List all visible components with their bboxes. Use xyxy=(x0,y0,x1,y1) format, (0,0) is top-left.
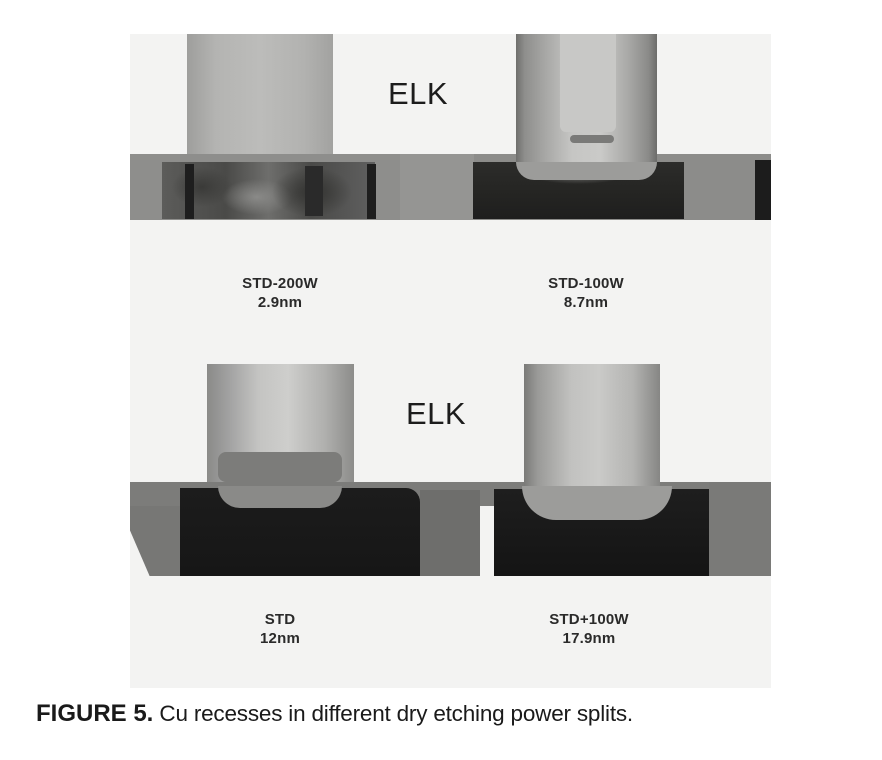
condition-label: STD xyxy=(264,611,296,628)
band-segment xyxy=(400,154,474,220)
panel-label-top-left: STD-200W 2.9nm xyxy=(200,274,360,312)
figure-caption: FIGURE 5. Cu recesses in different dry e… xyxy=(36,700,633,728)
sem-figure: ELK STD-200W 2.9nm STD-100W 8.7nm ELK ST… xyxy=(130,34,771,688)
recess-value: 17.9nm xyxy=(562,630,616,647)
panel-label-top-right: STD-100W 8.7nm xyxy=(506,274,666,312)
condition-label: STD-200W xyxy=(242,275,318,292)
cu-trench-top-left xyxy=(162,162,375,219)
panel-label-bottom-left: STD 12nm xyxy=(220,610,340,648)
recess-value: 2.9nm xyxy=(257,294,303,311)
caption-text: Cu recesses in different dry etching pow… xyxy=(153,701,633,726)
trench-edge xyxy=(755,160,771,220)
figure-number: FIGURE 5. xyxy=(36,700,154,727)
trench-liner xyxy=(305,166,323,216)
elk-label-top: ELK xyxy=(388,76,449,111)
recess-value: 12nm xyxy=(260,630,300,647)
panel-label-bottom-right: STD+100W 17.9nm xyxy=(504,610,674,648)
cu-dish-bottom-left xyxy=(218,486,342,508)
recess-value: 8.7nm xyxy=(563,294,609,311)
cu-dish-bottom-right xyxy=(522,486,672,520)
trench-liner xyxy=(185,164,194,219)
recess-mark xyxy=(570,135,614,143)
via-pillar-bottom-right xyxy=(524,364,660,486)
cu-recess-top-right xyxy=(516,162,657,180)
via-pillar-top-left xyxy=(187,34,333,154)
condition-label: STD+100W xyxy=(549,611,629,628)
elk-label-bottom: ELK xyxy=(406,396,467,431)
cu-recess-bottom-left xyxy=(218,452,342,482)
band-segment xyxy=(709,482,771,576)
via-core xyxy=(560,34,616,132)
trench-liner xyxy=(367,164,376,219)
condition-label: STD-100W xyxy=(548,275,624,292)
band-segment xyxy=(420,490,480,576)
